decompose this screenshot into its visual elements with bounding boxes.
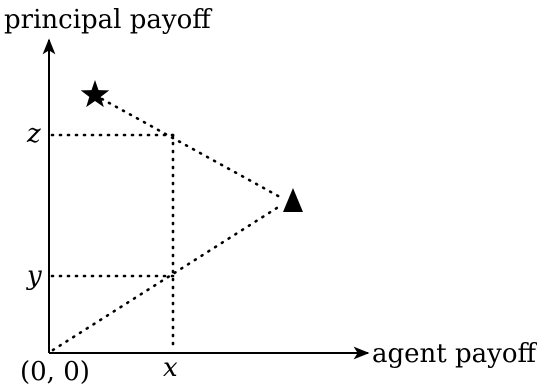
y-label: y [26,261,42,291]
z-label: z [26,119,41,149]
x-axis-label: agent payoff [372,339,537,369]
origin-to-triangle-line [51,204,282,352]
star-marker [80,80,110,108]
x-label: x [163,353,178,383]
origin-label: (0, 0) [20,357,90,386]
star-to-triangle-line [100,97,282,199]
triangle-marker [283,188,303,212]
y-axis-label: principal payoff [4,5,213,35]
